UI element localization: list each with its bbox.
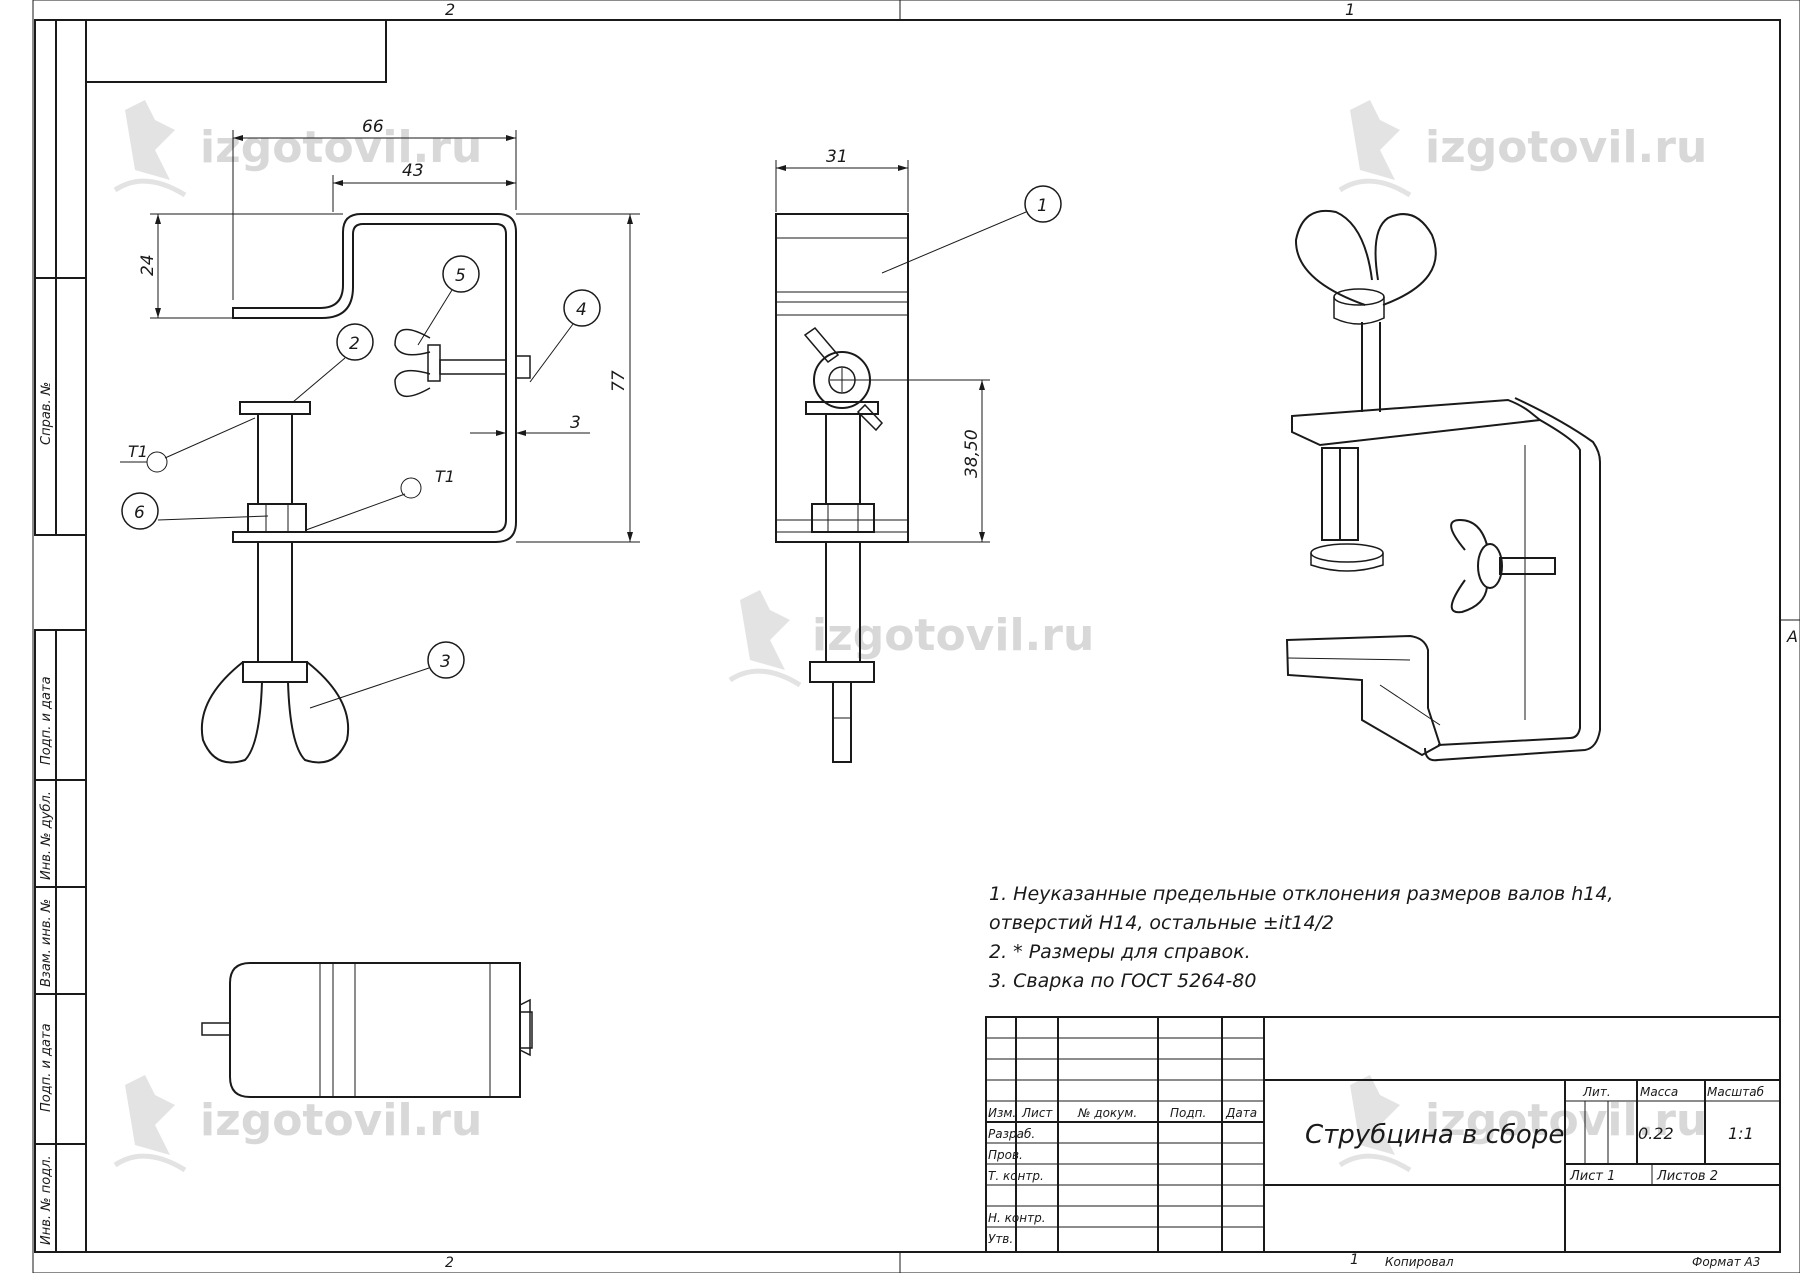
bracket-body xyxy=(232,213,517,543)
leader-1: 1 xyxy=(1037,196,1048,216)
leader-6: 6 xyxy=(134,503,145,523)
watermark-text: izgotovil.ru xyxy=(812,610,1094,661)
watermark-text: izgotovil.ru xyxy=(1425,1095,1707,1146)
watermark-text: izgotovil.ru xyxy=(200,122,482,173)
weld-mark: T1 xyxy=(435,467,455,486)
stamp-label: Подп. и дата xyxy=(39,676,54,765)
tb-mass-label: Масса xyxy=(1640,1085,1678,1099)
tb-sheets: Листов 2 xyxy=(1656,1169,1718,1184)
stamp-label: Справ. № xyxy=(39,382,54,445)
stamp-label: Взам. инв. № xyxy=(39,899,54,987)
iso-bottom-flange xyxy=(1285,634,1442,757)
watermark-logo-icon xyxy=(1338,1075,1412,1173)
watermark-logo-icon xyxy=(113,1075,187,1173)
title-block: Изм. Лист № докум. Подп. Дата Разраб. Пр… xyxy=(985,1016,1781,1253)
bottom-view xyxy=(201,962,533,1098)
dim-77: 77 xyxy=(609,370,629,392)
bottom-body xyxy=(229,962,521,1098)
footer-copied: Копировал xyxy=(1385,1255,1454,1269)
tb-scale: 1:1 xyxy=(1728,1124,1754,1143)
watermark-text: izgotovil.ru xyxy=(200,1095,482,1146)
dim-66: 66 xyxy=(362,117,384,137)
watermark-logo-icon xyxy=(1338,100,1412,198)
tb-header-date: Дата xyxy=(1225,1106,1257,1120)
drawing-title: Струбцина в сборе xyxy=(1305,1120,1564,1150)
footer-format: Формат A3 xyxy=(1692,1255,1760,1269)
isometric-view xyxy=(1285,209,1601,762)
wing-screw-3 xyxy=(242,661,308,683)
nut-6 xyxy=(247,503,307,533)
zone-label: 2 xyxy=(445,1255,454,1271)
stamp-label: Подп. и дата xyxy=(39,1023,54,1112)
iso-wing-left-icon xyxy=(1294,209,1373,306)
front-view: 66 43 24 77 3 5 4 2 T1 T1 xyxy=(120,117,640,764)
dim-24: 24 xyxy=(138,254,158,276)
watermark-logo-icon xyxy=(728,590,802,688)
stamp-label: Инв. № дубл. xyxy=(39,791,54,880)
note-line: 1. Неуказанные предельные отклонения раз… xyxy=(989,883,1614,905)
side-view: 31 38,50 1 xyxy=(775,147,1062,763)
zone-label: A xyxy=(1786,627,1798,646)
dim-38-50: 38,50 xyxy=(962,429,982,478)
tb-role: Пров. xyxy=(988,1148,1023,1162)
tb-header-izm: Изм. xyxy=(988,1106,1016,1120)
leader-2: 2 xyxy=(349,334,360,354)
zone-label: 2 xyxy=(445,0,455,19)
washer-2 xyxy=(239,401,311,415)
tb-sheet: Лист 1 xyxy=(1569,1169,1615,1184)
side-stamp-column: Справ. № Подп. и дата Инв. № дубл. Взам.… xyxy=(34,19,87,1253)
leader-3: 3 xyxy=(440,652,451,672)
watermark-logo-icon xyxy=(113,100,187,198)
tb-role: Утв. xyxy=(988,1232,1013,1246)
leader-4: 4 xyxy=(576,300,587,320)
footer-copy-number: 1 xyxy=(1350,1252,1359,1268)
screw-4 xyxy=(439,359,507,375)
tb-role: Н. контр. xyxy=(988,1211,1046,1225)
dim-31: 31 xyxy=(826,147,848,167)
iso-bracket-back xyxy=(1424,397,1601,762)
watermark-text: izgotovil.ru xyxy=(1425,122,1707,173)
tb-scale-label: Масштаб xyxy=(1707,1085,1765,1099)
note-line: 2. * Размеры для справок. xyxy=(989,941,1251,963)
dim-43: 43 xyxy=(402,161,424,181)
weld-mark: T1 xyxy=(128,442,148,461)
tb-header-list: Лист xyxy=(1021,1106,1053,1120)
iso-top-flange xyxy=(1291,398,1543,447)
tb-header-doc: № докум. xyxy=(1077,1106,1137,1120)
top-stamp-box xyxy=(85,19,387,83)
tb-role: Т. контр. xyxy=(988,1169,1044,1183)
dim-3: 3 xyxy=(570,413,581,433)
wing-nut-5-icon xyxy=(394,328,431,356)
leader-5: 5 xyxy=(455,266,466,286)
tb-header-sign: Подп. xyxy=(1170,1106,1206,1120)
tb-role: Разраб. xyxy=(988,1127,1035,1141)
note-line: отверстий H14, остальные ±it14/2 xyxy=(989,912,1335,934)
wing-right-icon xyxy=(287,661,350,764)
tb-lit-label: Лит. xyxy=(1582,1085,1611,1099)
note-line: 3. Сварка по ГОСТ 5264-80 xyxy=(989,970,1257,992)
iso-wing-right-icon xyxy=(1374,213,1437,306)
stamp-label: Инв. № подл. xyxy=(39,1155,54,1245)
wing-left-icon xyxy=(200,661,263,764)
zone-label: 1 xyxy=(1345,0,1355,19)
tb-mass: 0.22 xyxy=(1638,1124,1674,1143)
